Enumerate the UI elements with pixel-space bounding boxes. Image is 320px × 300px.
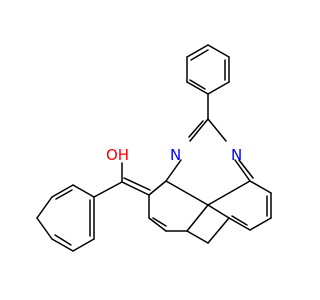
bond xyxy=(93,181,123,198)
bond xyxy=(207,81,230,95)
hydroxyl-label: OH xyxy=(106,146,129,164)
bond xyxy=(249,180,272,194)
nitrogen-label-left: N xyxy=(170,146,181,164)
double-bond xyxy=(123,177,151,191)
bond xyxy=(186,230,209,244)
bond xyxy=(51,184,74,198)
bond xyxy=(186,44,209,58)
bond xyxy=(148,180,167,196)
bond xyxy=(207,44,230,58)
inner-double-bond xyxy=(238,159,254,179)
bond xyxy=(207,217,230,244)
bond xyxy=(72,238,95,252)
bond xyxy=(207,204,230,219)
inner-double-bond xyxy=(55,189,73,200)
right-benzo-ring xyxy=(207,180,272,231)
bond xyxy=(51,238,74,252)
inner-double-bond xyxy=(188,120,204,138)
left-phenyl-ring xyxy=(36,184,95,252)
inner-double-bond xyxy=(152,217,167,227)
bond xyxy=(165,180,209,206)
bond xyxy=(207,118,227,142)
bond xyxy=(36,217,53,240)
bond xyxy=(228,217,251,231)
inner-double-bond xyxy=(231,215,248,226)
molecule-diagram: OH N N xyxy=(36,44,272,252)
bond xyxy=(249,217,272,231)
bond xyxy=(186,204,209,232)
bond xyxy=(207,180,251,206)
bond xyxy=(189,118,209,142)
exocyclic-carbinol xyxy=(93,162,151,198)
bond xyxy=(234,159,251,182)
bond xyxy=(148,217,167,232)
bond xyxy=(36,196,53,219)
structure-drawing: OH N N xyxy=(36,44,272,252)
inner-double-bond xyxy=(54,234,72,246)
bond xyxy=(72,184,95,198)
bond xyxy=(165,159,182,182)
left-quinoid-ring xyxy=(148,180,230,244)
inner-double-bond xyxy=(190,49,209,61)
inner-double-bond xyxy=(189,79,206,90)
bond xyxy=(186,81,209,95)
top-phenyl-ring xyxy=(186,44,230,95)
pyrimidine-ring xyxy=(165,118,254,206)
nitrogen-label-right: N xyxy=(231,146,242,164)
double-bond xyxy=(121,181,150,196)
